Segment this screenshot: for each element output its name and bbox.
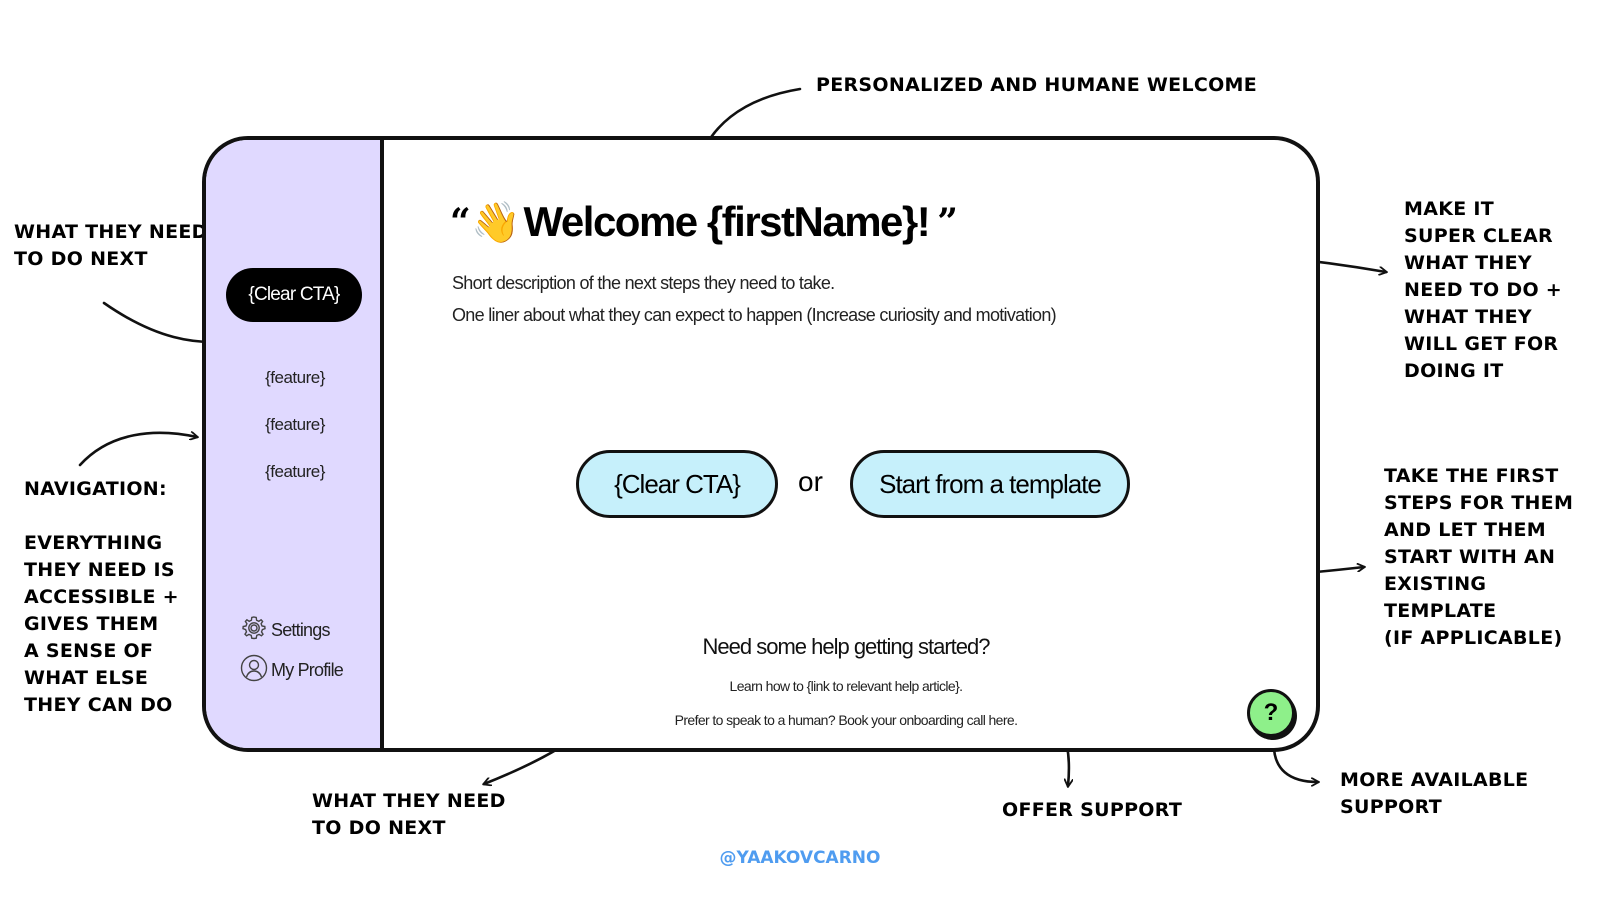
sidebar-item-settings[interactable]: Settings [240, 614, 330, 647]
annotation-welcome: PERSONALIZED AND HUMANE WELCOME [816, 74, 1258, 96]
close-quote: ” [937, 201, 958, 243]
annotation-more-support: MORE AVAILABLE SUPPORT [1340, 769, 1529, 818]
expectation-one-liner: One liner about what they can expect to … [452, 305, 1057, 325]
primary-cta-button[interactable]: {Clear CTA} [576, 450, 778, 518]
sidebar-navigation: {Clear CTA} {feature} {feature} {feature… [206, 140, 384, 748]
author-handle: @YAAKOVCARNO [719, 848, 881, 868]
or-separator: or [798, 466, 823, 497]
settings-label: Settings [271, 620, 330, 640]
annotation-make-it-clear: MAKE IT SUPER CLEAR WHAT THEY NEED TO DO… [1404, 198, 1563, 382]
gear-icon [240, 614, 268, 647]
onboarding-call-link[interactable]: Prefer to speak to a human? Book your on… [674, 712, 1018, 728]
annotation-first-steps: TAKE THE FIRST STEPS FOR THEM AND LET TH… [1384, 465, 1574, 649]
page-title: “ 👋 Welcome {firstName}! ” [450, 198, 958, 246]
sidebar-cta-button[interactable]: {Clear CTA} [226, 268, 362, 322]
annotation-offer-support: OFFER SUPPORT [1002, 799, 1183, 821]
next-steps-description: Short description of the next steps they… [452, 273, 835, 293]
annotation-next-step-bottom: WHAT THEY NEED TO DO NEXT [312, 790, 506, 839]
app-window: {Clear CTA} {feature} {feature} {feature… [202, 136, 1320, 752]
annotation-next-step-left: WHAT THEY NEED TO DO NEXT [14, 221, 208, 270]
profile-label: My Profile [271, 660, 344, 680]
sidebar-item-feature[interactable]: {feature} [265, 415, 325, 434]
waving-hand-icon: 👋 [471, 200, 521, 245]
user-circle-icon [240, 654, 268, 687]
help-heading: Need some help getting started? [702, 634, 991, 659]
help-button[interactable]: ? [1247, 689, 1295, 737]
annotation-navigation: NAVIGATION: EVERYTHING THEY NEED IS ACCE… [24, 478, 179, 716]
help-article-link[interactable]: Learn how to {link to relevant help arti… [729, 678, 964, 694]
start-from-template-button[interactable]: Start from a template [850, 450, 1130, 518]
sidebar-item-profile[interactable]: My Profile [240, 654, 344, 687]
arrow-navigation [78, 433, 197, 467]
welcome-text: Welcome {firstName}! [523, 198, 931, 245]
sidebar-item-feature[interactable]: {feature} [265, 368, 325, 387]
open-quote: “ [450, 201, 471, 243]
sidebar-item-feature[interactable]: {feature} [265, 462, 325, 481]
